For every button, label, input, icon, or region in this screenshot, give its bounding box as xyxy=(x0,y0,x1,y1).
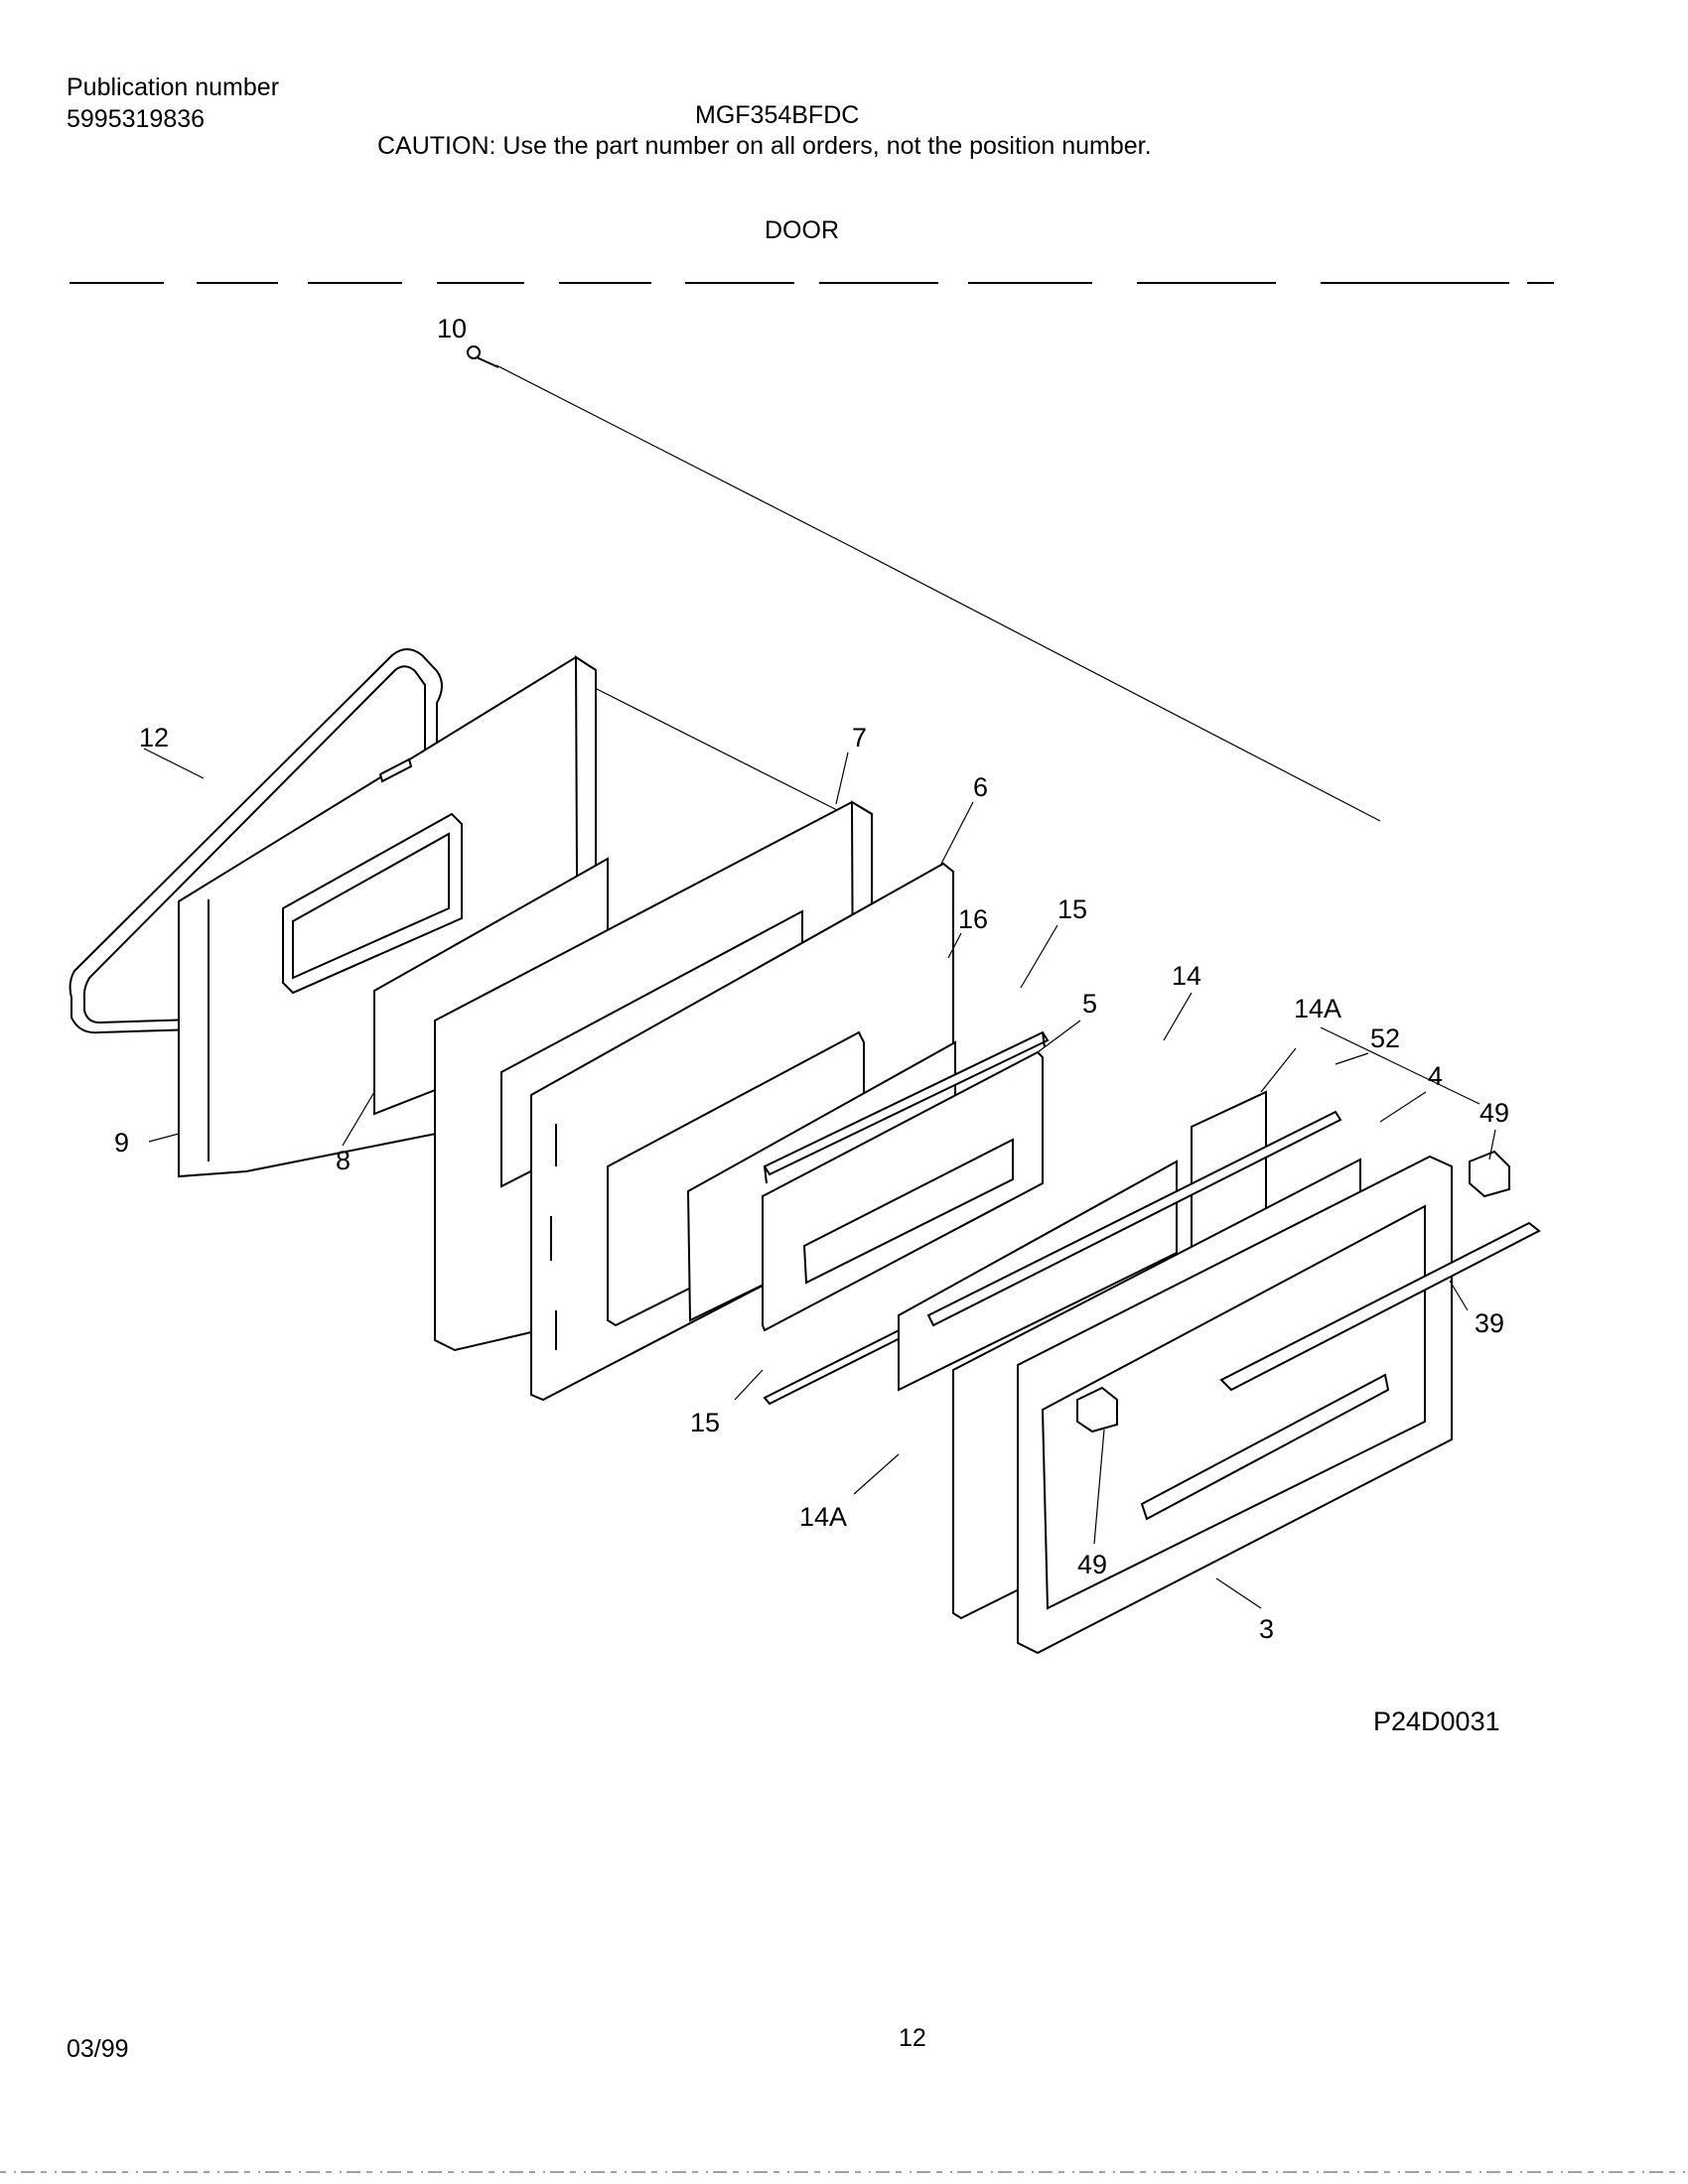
callout-39: 39 xyxy=(1475,1308,1504,1338)
callout-49-lower: 49 xyxy=(1077,1550,1107,1579)
callout-9: 9 xyxy=(114,1128,129,1158)
publication-number: 5995319836 xyxy=(67,105,206,133)
footer-date: 03/99 xyxy=(67,2035,129,2063)
publication-label: Publication number xyxy=(67,73,280,101)
part-39-handle-rod xyxy=(1219,1221,1541,1392)
callout-8: 8 xyxy=(336,1146,351,1175)
callout-7: 7 xyxy=(852,723,867,752)
callout-12: 12 xyxy=(139,723,169,752)
part-49-stop-lower xyxy=(1076,1386,1118,1433)
leader-lines xyxy=(143,748,1496,1609)
callout-16: 16 xyxy=(958,904,988,934)
part-15-upper-bracket xyxy=(763,1030,1050,1184)
section-title: DOOR xyxy=(765,216,839,244)
callout-14: 14 xyxy=(1172,961,1201,991)
part-14-window xyxy=(898,1160,1178,1392)
part-52-strip xyxy=(926,1110,1342,1327)
alignment-lines xyxy=(495,364,1480,1105)
callout-15-lower: 15 xyxy=(690,1408,720,1437)
callout-10: 10 xyxy=(437,314,467,343)
callout-49-upper: 49 xyxy=(1479,1098,1509,1128)
page-number: 12 xyxy=(899,2024,926,2052)
callout-15-upper: 15 xyxy=(1057,894,1087,924)
callout-3: 3 xyxy=(1259,1614,1274,1644)
model-number: MGF354BFDC xyxy=(695,101,860,129)
callout-5: 5 xyxy=(1082,989,1097,1019)
callout-6: 6 xyxy=(973,772,988,802)
drawing-code: P24D0031 xyxy=(1373,1706,1500,1736)
part-49-stop-upper xyxy=(1469,1150,1510,1198)
part-10-screw xyxy=(467,345,499,368)
callouts: 10 12 7 6 16 15 14 5 14A 52 4 49 9 8 39 … xyxy=(114,314,1509,1644)
callout-52: 52 xyxy=(1370,1024,1400,1053)
callout-14a-upper: 14A xyxy=(1294,994,1341,1024)
callout-4: 4 xyxy=(1428,1061,1443,1091)
part-3-outer-frame xyxy=(1017,1155,1453,1655)
callout-14a-lower: 14A xyxy=(799,1502,847,1532)
caution-note: CAUTION: Use the part number on all orde… xyxy=(377,132,1152,160)
